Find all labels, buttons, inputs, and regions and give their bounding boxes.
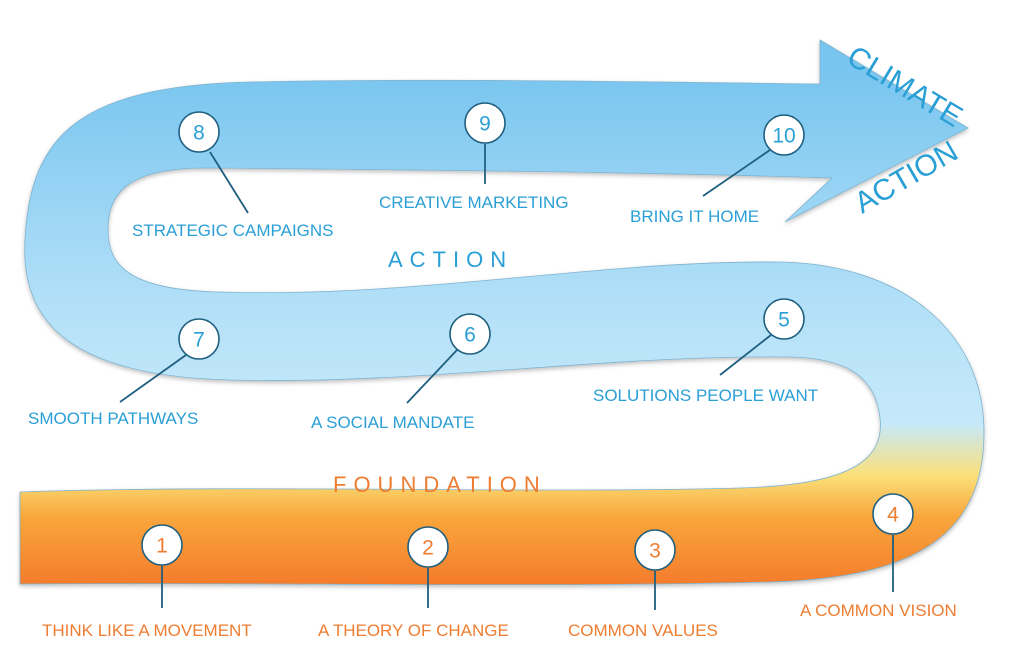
step-9-number: 9	[479, 113, 491, 136]
step-3-label: COMMON VALUES	[568, 621, 718, 640]
step-10-connector	[702, 149, 771, 197]
step-6-label: A SOCIAL MANDATE	[311, 413, 474, 432]
step-8-marker	[178, 111, 220, 153]
step-6-marker	[449, 313, 491, 355]
foundation-heading: FOUNDATION	[333, 472, 547, 497]
step-6-number: 6	[464, 324, 476, 347]
step-9: 9 CREATIVE MARKETING	[379, 102, 569, 212]
step-4-number: 4	[887, 504, 899, 527]
step-2: 2 A THEORY OF CHANGE	[318, 526, 509, 640]
step-10-number: 10	[772, 125, 795, 148]
step-10-label: BRING IT HOME	[630, 207, 759, 226]
step-10-marker	[763, 114, 805, 156]
step-3-marker	[634, 529, 676, 571]
step-7-label: SMOOTH PATHWAYS	[28, 409, 198, 428]
step-8: 8 STRATEGIC CAMPAIGNS	[132, 111, 334, 240]
step-5-marker	[763, 298, 805, 340]
step-9-marker	[464, 102, 506, 144]
step-8-connector	[209, 151, 249, 214]
step-2-label: A THEORY OF CHANGE	[318, 621, 509, 640]
step-4-marker	[872, 493, 914, 535]
action-heading: ACTION	[388, 247, 513, 272]
step-4: 4 A COMMON VISION	[800, 493, 957, 620]
step-7-marker	[178, 318, 220, 360]
step-8-label: STRATEGIC CAMPAIGNS	[132, 221, 334, 240]
step-3-number: 3	[649, 540, 661, 563]
step-5-number: 5	[778, 309, 790, 332]
step-2-number: 2	[422, 537, 434, 560]
serpentine-band	[19, 39, 985, 586]
step-7-connector	[119, 354, 187, 403]
step-1: 1 THINK LIKE A MOVEMENT	[42, 524, 252, 640]
step-6: 6 A SOCIAL MANDATE	[311, 313, 491, 432]
step-7: 7 SMOOTH PATHWAYS	[28, 318, 220, 428]
step-1-label: THINK LIKE A MOVEMENT	[42, 621, 252, 640]
step-2-marker	[407, 526, 449, 568]
step-9-label: CREATIVE MARKETING	[379, 193, 569, 212]
step-5-connector	[719, 334, 772, 376]
step-7-number: 7	[193, 329, 205, 352]
step-10: 10 BRING IT HOME	[630, 114, 805, 226]
step-5: 5 SOLUTIONS PEOPLE WANT	[593, 298, 818, 405]
step-8-number: 8	[193, 122, 205, 145]
step-5-label: SOLUTIONS PEOPLE WANT	[593, 386, 818, 405]
step-3: 3 COMMON VALUES	[568, 529, 718, 640]
step-1-number: 1	[156, 535, 168, 558]
step-1-marker	[141, 524, 183, 566]
step-4-label: A COMMON VISION	[800, 601, 957, 620]
step-6-connector	[406, 349, 458, 404]
